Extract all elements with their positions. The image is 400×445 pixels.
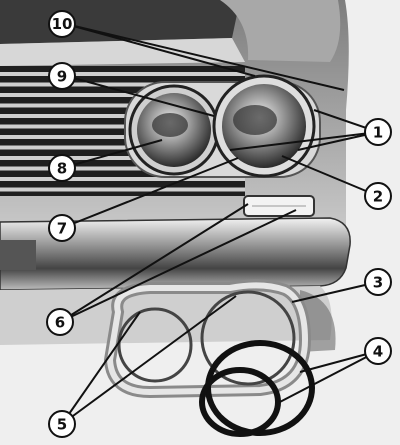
callout-9: 9 (48, 62, 76, 90)
front-bumper (0, 217, 351, 291)
callout-4-label: 4 (373, 343, 383, 361)
callout-10: 10 (48, 10, 76, 38)
grille-bar (0, 156, 245, 160)
callout-9-label: 9 (57, 68, 67, 86)
lower-panel (0, 286, 332, 345)
callout-10-label: 10 (52, 15, 73, 33)
callout-3-label: 3 (373, 274, 383, 292)
grille-bar (0, 177, 245, 181)
callouts: 1 2 3 4 5 6 7 8 (46, 10, 392, 438)
grille-bar (0, 114, 245, 118)
grille-bars (0, 72, 245, 192)
leader-lines (59, 23, 379, 425)
grille-bar (0, 124, 245, 129)
callout-8-label: 8 (57, 160, 67, 178)
grille-bar (0, 82, 245, 87)
parking-light (243, 195, 315, 217)
license-plate-mount (0, 240, 36, 270)
grille-bar (0, 166, 245, 171)
callout-7-label: 7 (57, 220, 67, 238)
grille-bar (0, 72, 245, 76)
grille-bar (0, 145, 245, 150)
callout-8: 8 (48, 154, 76, 182)
callout-5: 5 (48, 410, 76, 438)
outer-headlight (212, 74, 316, 178)
grille-bar (0, 187, 245, 192)
callout-3: 3 (364, 268, 392, 296)
grille-bar (0, 135, 245, 139)
callout-5-label: 5 (57, 416, 67, 434)
callout-2: 2 (364, 182, 392, 210)
grille-bar (0, 93, 245, 97)
callout-1-label: 1 (373, 124, 383, 142)
grille-bar (0, 103, 245, 108)
inner-headlight (128, 84, 220, 176)
callout-4: 4 (364, 337, 392, 365)
callout-2-label: 2 (373, 188, 383, 206)
removed-headlight-frame (103, 279, 312, 399)
callout-7: 7 (48, 214, 76, 242)
fender-top (220, 0, 341, 62)
callout-6-label: 6 (55, 314, 65, 332)
hood-edge (0, 38, 245, 66)
callout-6: 6 (46, 308, 74, 336)
callout-1: 1 (364, 118, 392, 146)
